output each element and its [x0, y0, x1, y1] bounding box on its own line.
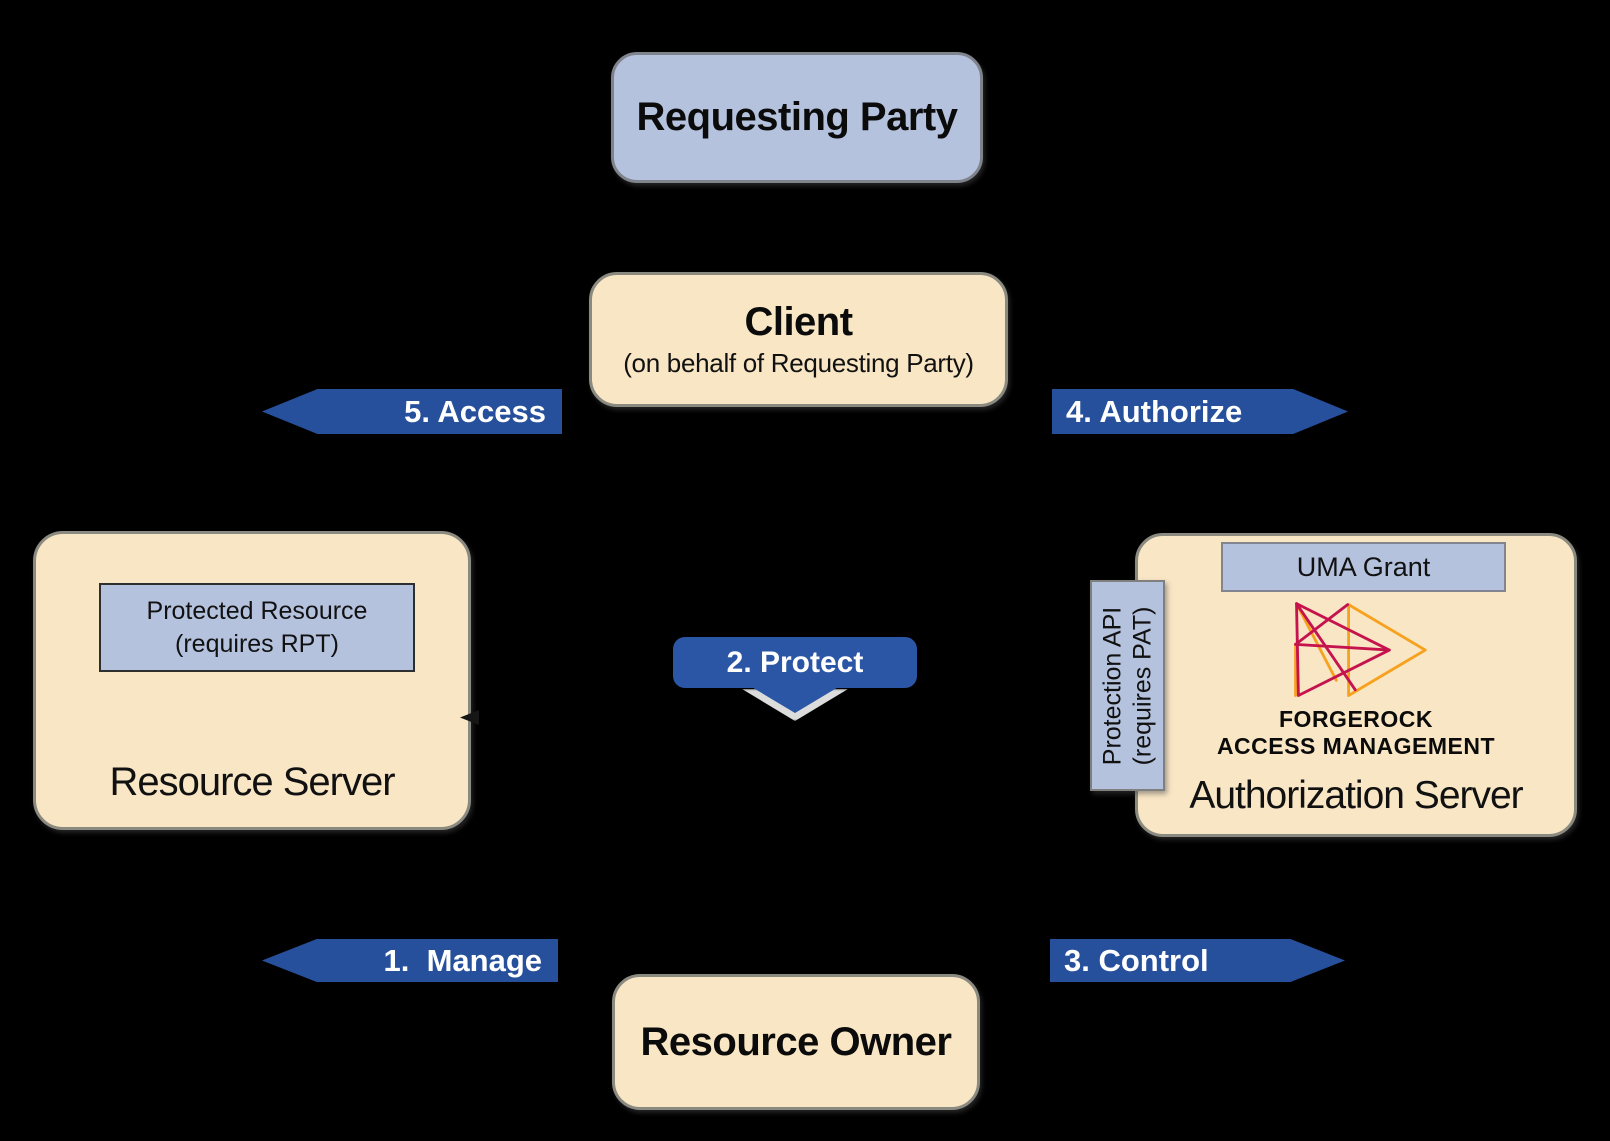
- resource-owner-label: Resource Owner: [640, 1019, 952, 1064]
- protect-banner: 2. Protect: [673, 637, 917, 688]
- authorize-arrow-label: 4. Authorize: [1066, 393, 1243, 429]
- resource-server-node: Protected Resource (requires RPT) Resour…: [33, 531, 471, 830]
- client-label: Client: [744, 300, 853, 344]
- protection-api-tab: Protection API (requires PAT): [1090, 580, 1165, 791]
- forgerock-brand-line2: ACCESS MANAGEMENT: [1216, 733, 1496, 759]
- uma-grant-badge: UMA Grant: [1221, 542, 1506, 592]
- manage-arrow: 1. Manage: [262, 939, 558, 982]
- authorization-server-node: UMA Grant FORGEROCK ACCESS MANAGEMENT Au…: [1135, 533, 1577, 837]
- control-arrow: 3. Control: [1050, 939, 1345, 982]
- protect-banner-label: 2. Protect: [726, 645, 864, 679]
- access-arrow-label: 5. Access: [404, 393, 546, 429]
- client-sublabel: (on behalf of Requesting Party): [623, 348, 974, 378]
- forgerock-logo-icon: [1294, 602, 1427, 697]
- forgerock-brand-line1: FORGEROCK: [1279, 706, 1433, 732]
- control-arrow-label: 3. Control: [1064, 942, 1209, 978]
- requesting-party-label: Requesting Party: [636, 95, 958, 139]
- authorization-server-label: Authorization Server: [1189, 774, 1523, 817]
- protected-resource-line1: Protected Resource: [146, 597, 368, 625]
- uma-grant-label: UMA Grant: [1296, 551, 1431, 582]
- authorize-arrow: 4. Authorize: [1052, 389, 1348, 434]
- resource-owner-node: Resource Owner: [612, 974, 980, 1110]
- client-node: Client (on behalf of Requesting Party): [589, 272, 1008, 407]
- resource-server-label: Resource Server: [109, 760, 395, 804]
- access-arrow: 5. Access: [262, 389, 562, 434]
- manage-arrow-label: 1. Manage: [383, 942, 543, 978]
- protection-api-label: Protection API (requires PAT): [1098, 606, 1156, 765]
- protected-resource-node: Protected Resource (requires RPT): [99, 583, 415, 672]
- protected-resource-line2: (requires RPT): [175, 629, 339, 658]
- requesting-party-node: Requesting Party: [611, 52, 983, 183]
